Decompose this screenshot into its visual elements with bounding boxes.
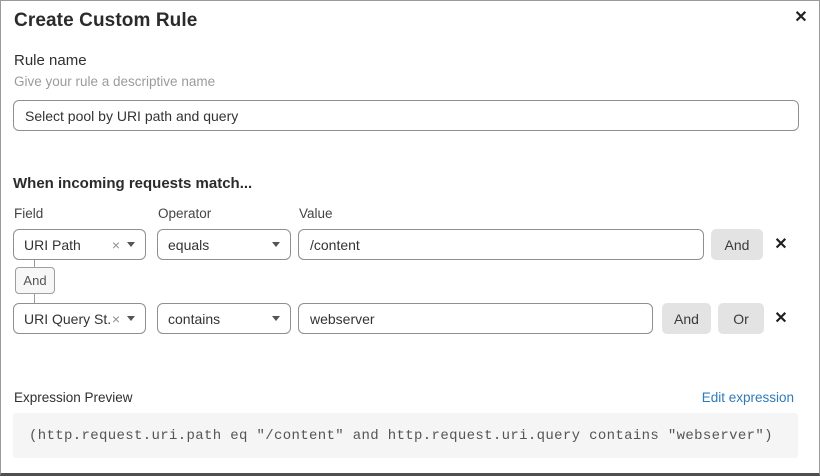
clear-selection-icon[interactable]: × [111,236,120,253]
operator-select-row1-value: equals [168,236,210,253]
and-button-row2[interactable]: And [662,303,711,334]
field-column-label: Field [14,206,44,221]
field-select-row2[interactable]: URI Query St... × [13,303,146,334]
clear-selection-icon[interactable]: × [111,310,120,327]
delete-row1-icon[interactable]: ✕ [770,229,792,260]
and-connector-pill: And [15,267,55,294]
value-input-row1[interactable] [298,229,704,260]
match-section-title: When incoming requests match... [13,175,253,192]
field-select-row2-value: URI Query St... [24,310,110,327]
value-column-label: Value [299,206,333,221]
rule-name-input[interactable] [13,100,799,131]
close-icon[interactable]: ✕ [790,6,812,30]
rule-name-helper: Give your rule a descriptive name [14,74,216,89]
field-select-row1[interactable]: URI Path × [13,229,146,260]
delete-row2-icon[interactable]: ✕ [770,303,792,334]
field-select-row1-value: URI Path [24,236,81,253]
edit-expression-link[interactable]: Edit expression [701,390,794,405]
chevron-down-icon [272,242,280,247]
or-button-row2[interactable]: Or [718,303,764,334]
expression-preview-box: (http.request.uri.path eq "/content" and… [13,413,798,458]
operator-select-row2[interactable]: contains [157,303,291,334]
operator-select-row1[interactable]: equals [157,229,291,260]
rule-name-label: Rule name [14,52,87,69]
chevron-down-icon [127,316,135,321]
chevron-down-icon [272,316,280,321]
connector-line [34,260,35,267]
expression-text: (http.request.uri.path eq "/content" and… [29,427,773,444]
operator-select-row2-value: contains [168,310,221,327]
and-button-row1[interactable]: And [711,229,763,260]
dialog-title: Create Custom Rule [14,10,198,31]
chevron-down-icon [127,242,135,247]
connector-line [34,294,35,303]
expression-preview-label: Expression Preview [14,390,133,405]
value-input-row2[interactable] [298,303,653,334]
operator-column-label: Operator [158,206,212,221]
